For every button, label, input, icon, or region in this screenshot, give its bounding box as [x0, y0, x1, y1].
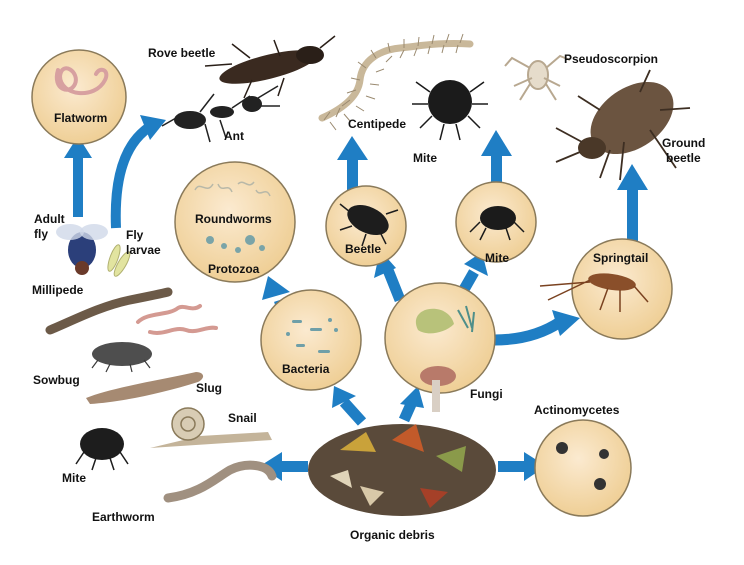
- label-protozoa: Protozoa: [208, 262, 260, 276]
- arrow-to-centipede: [337, 136, 368, 190]
- label-pseudoscorpion: Pseudoscorpion: [564, 52, 658, 66]
- label-centipede: Centipede: [348, 117, 406, 131]
- label-organic-debris: Organic debris: [350, 528, 435, 542]
- pseudoscorpion-illustration: [504, 54, 571, 101]
- arrow-to-ant: [110, 115, 166, 229]
- snail-illustration: [150, 407, 272, 448]
- label-springtail: Springtail: [593, 251, 648, 265]
- label-ground-beetle-line2: beetle: [666, 151, 701, 165]
- arrow-debris-to-fungi: [398, 386, 424, 423]
- label-millipede: Millipede: [32, 283, 84, 297]
- arrow-fungi-to-springtail: [493, 310, 580, 346]
- label-ant: Ant: [224, 129, 244, 143]
- beetle-illustration: [339, 203, 399, 247]
- ground-beetle-illustration: [555, 69, 691, 181]
- label-sowbug: Sowbug: [33, 373, 80, 387]
- protozoa-illustration: [206, 235, 265, 253]
- label-mite-top: Mite: [413, 151, 437, 165]
- labels: Rove beetle Pseudoscorpion Flatworm Ant …: [32, 46, 705, 542]
- earthworm-illustration: [163, 460, 277, 503]
- bacteria-illustration: [286, 318, 338, 353]
- label-fly-larvae-line2: larvae: [126, 243, 161, 257]
- pink-worms-illustration: [136, 304, 218, 335]
- circles: [31, 49, 673, 517]
- label-adult-fly-line2: fly: [34, 227, 48, 241]
- arrow-debris-to-consumers: [260, 452, 308, 481]
- label-flatworm: Flatworm: [54, 111, 107, 125]
- flatworm-illustration: [54, 66, 109, 96]
- millipede-illustration: [45, 287, 173, 335]
- actinomycetes-illustration: [556, 442, 609, 490]
- centipede-legs: [323, 33, 464, 131]
- sowbug-illustration: [91, 342, 152, 373]
- actinomycetes-circle: [534, 419, 632, 517]
- label-beetle: Beetle: [345, 242, 381, 256]
- arrow-debris-to-bacteria: [332, 386, 367, 426]
- label-fly-larvae-line1: Fly: [126, 228, 144, 242]
- arrow-to-mite-top: [481, 130, 512, 182]
- mite-top-illustration: [412, 80, 488, 141]
- label-rove-beetle: Rove beetle: [148, 46, 216, 60]
- slug-illustration: [86, 372, 204, 404]
- ant-illustration: [161, 85, 280, 143]
- springtail-illustration: [539, 273, 649, 312]
- fungi-illustration: [415, 305, 475, 412]
- label-ground-beetle-line1: Ground: [662, 136, 705, 150]
- label-actinomycetes: Actinomycetes: [534, 403, 620, 417]
- mite-bottom-illustration: [75, 428, 129, 471]
- adult-fly-illustration: [56, 224, 108, 275]
- bacteria-circle: [260, 289, 362, 391]
- organic-debris-illustration: [308, 424, 496, 516]
- label-roundworms: Roundworms: [195, 212, 272, 226]
- flatworm-circle: [31, 49, 127, 145]
- label-slug: Slug: [196, 381, 222, 395]
- arrow-to-flatworm: [64, 136, 92, 217]
- mite-mid-illustration: [469, 206, 525, 241]
- roundworms-illustration: [194, 181, 271, 197]
- label-fungi: Fungi: [470, 387, 503, 401]
- label-snail: Snail: [228, 411, 257, 425]
- label-bacteria: Bacteria: [282, 362, 330, 376]
- fly-larvae-illustration: [107, 244, 131, 277]
- label-mite-mid: Mite: [485, 251, 509, 265]
- rove-beetle-illustration: [204, 35, 336, 99]
- arrow-to-ground-beetle: [617, 164, 648, 244]
- label-adult-fly-line1: Adult: [34, 212, 65, 226]
- label-mite-bottom: Mite: [62, 471, 86, 485]
- label-earthworm: Earthworm: [92, 510, 155, 524]
